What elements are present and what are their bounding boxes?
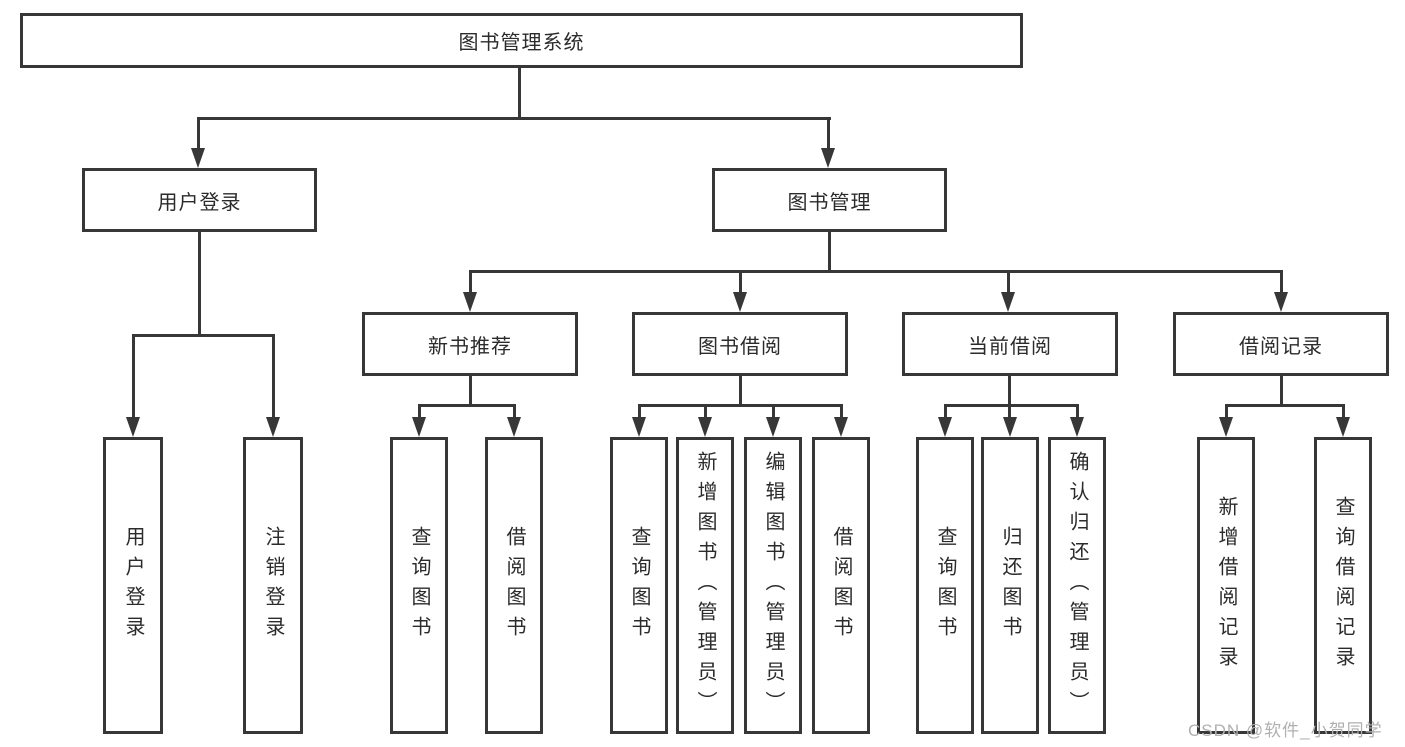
arrowhead-down-icon	[1070, 417, 1084, 437]
arrowhead-down-icon	[733, 292, 747, 312]
node-label: 编辑图书（管理员）	[762, 450, 784, 721]
connector-drop-line	[739, 270, 742, 292]
node-logout: 注销登录	[243, 437, 303, 734]
connector-drop-line	[944, 404, 947, 417]
arrowhead-down-icon	[1336, 417, 1350, 437]
connector-drop-line	[772, 404, 775, 417]
node-label: 新增借阅记录	[1215, 495, 1237, 676]
node-label: 归还图书	[999, 525, 1021, 646]
node-label: 用户登录	[157, 191, 242, 214]
arrowhead-down-icon	[632, 417, 646, 437]
connector-drop-line	[1225, 404, 1228, 417]
node-label: 图书借阅	[698, 335, 782, 358]
node-book-management: 图书管理	[712, 168, 947, 232]
node-edit-book-admin: 编辑图书（管理员）	[744, 437, 802, 734]
connector-drop-line	[1008, 404, 1011, 417]
arrowhead-down-icon	[126, 417, 140, 437]
connector-root-stem	[518, 68, 521, 117]
connector-recommend-branch	[418, 404, 516, 407]
arrowhead-down-icon	[1003, 417, 1017, 437]
connector-drop-line	[704, 404, 707, 417]
node-confirm-return-admin: 确认归还（管理员）	[1048, 437, 1106, 734]
node-label: 借阅记录	[1239, 335, 1323, 358]
node-borrow-books-leaf: 借阅图书	[812, 437, 870, 734]
connector-current-stem	[1008, 376, 1011, 407]
connector-drop-line	[418, 404, 421, 417]
watermark: CSDN @软件_小贺同学	[1188, 721, 1383, 740]
connector-drop-line	[1076, 404, 1079, 417]
node-label: 确认归还（管理员）	[1066, 450, 1088, 721]
connector-borrow-branch	[638, 404, 843, 407]
node-label: 用户登录	[122, 525, 144, 646]
node-label: 新增图书（管理员）	[694, 450, 716, 721]
node-return-book: 归还图书	[981, 437, 1039, 734]
connector-drop-line	[840, 404, 843, 417]
node-query-books-current: 查询图书	[916, 437, 974, 734]
connector-drop-line	[1342, 404, 1345, 417]
node-query-books-recommend: 查询图书	[390, 437, 448, 734]
node-label: 查询图书	[934, 525, 956, 646]
arrowhead-down-icon	[412, 417, 426, 437]
node-label: 查询借阅记录	[1332, 495, 1354, 676]
connector-drop-line	[513, 404, 516, 417]
connector-user-login-branch	[132, 334, 275, 337]
connector-records-stem	[1280, 376, 1283, 407]
arrowhead-down-icon	[766, 417, 780, 437]
connector-drop-line	[827, 117, 830, 148]
connector-drop-line	[469, 270, 472, 292]
node-new-book-recommend: 新书推荐	[362, 312, 578, 376]
node-label: 当前借阅	[968, 335, 1052, 358]
node-label: 图书管理	[787, 191, 872, 214]
node-query-borrow-record: 查询借阅记录	[1314, 437, 1372, 734]
node-label: 借阅图书	[830, 525, 852, 646]
arrowhead-down-icon	[698, 417, 712, 437]
node-user-login-leaf: 用户登录	[103, 437, 163, 734]
arrowhead-down-icon	[463, 292, 477, 312]
arrowhead-down-icon	[1219, 417, 1233, 437]
connector-user-login-stem	[198, 232, 201, 335]
node-label: 借阅图书	[503, 525, 525, 646]
connector-recommend-stem	[469, 376, 472, 407]
node-query-books-borrow: 查询图书	[610, 437, 668, 734]
node-label: 新书推荐	[428, 335, 512, 358]
node-label: 查询图书	[408, 525, 430, 646]
node-book-borrow: 图书借阅	[632, 312, 848, 376]
connector-current-branch	[944, 404, 1079, 407]
node-root: 图书管理系统	[20, 13, 1023, 68]
connector-book-mgmt-stem	[828, 232, 831, 272]
node-label: 查询图书	[628, 525, 650, 646]
node-label: 注销登录	[262, 525, 284, 646]
connector-book-mgmt-branch	[469, 270, 1282, 273]
arrowhead-down-icon	[191, 148, 205, 168]
connector-borrow-stem	[739, 376, 742, 407]
arrowhead-down-icon	[266, 417, 280, 437]
connector-root-branch	[197, 117, 831, 120]
arrowhead-down-icon	[938, 417, 952, 437]
node-borrow-records: 借阅记录	[1173, 312, 1389, 376]
node-borrow-books-recommend: 借阅图书	[485, 437, 543, 734]
connector-drop-line	[638, 404, 641, 417]
arrowhead-down-icon	[1274, 292, 1288, 312]
arrowhead-down-icon	[821, 148, 835, 168]
connector-drop-line	[197, 117, 200, 148]
connector-drop-line	[132, 334, 135, 417]
arrowhead-down-icon	[507, 417, 521, 437]
node-user-login: 用户登录	[82, 168, 317, 232]
connector-drop-line	[272, 334, 275, 417]
connector-drop-line	[1007, 270, 1010, 292]
node-root-label: 图书管理系统	[458, 32, 585, 54]
connector-records-branch	[1225, 404, 1345, 407]
connector-drop-line	[1280, 270, 1283, 292]
node-add-borrow-record: 新增借阅记录	[1197, 437, 1255, 734]
arrowhead-down-icon	[834, 417, 848, 437]
arrowhead-down-icon	[1001, 292, 1015, 312]
node-current-borrow: 当前借阅	[902, 312, 1118, 376]
node-add-book-admin: 新增图书（管理员）	[676, 437, 734, 734]
